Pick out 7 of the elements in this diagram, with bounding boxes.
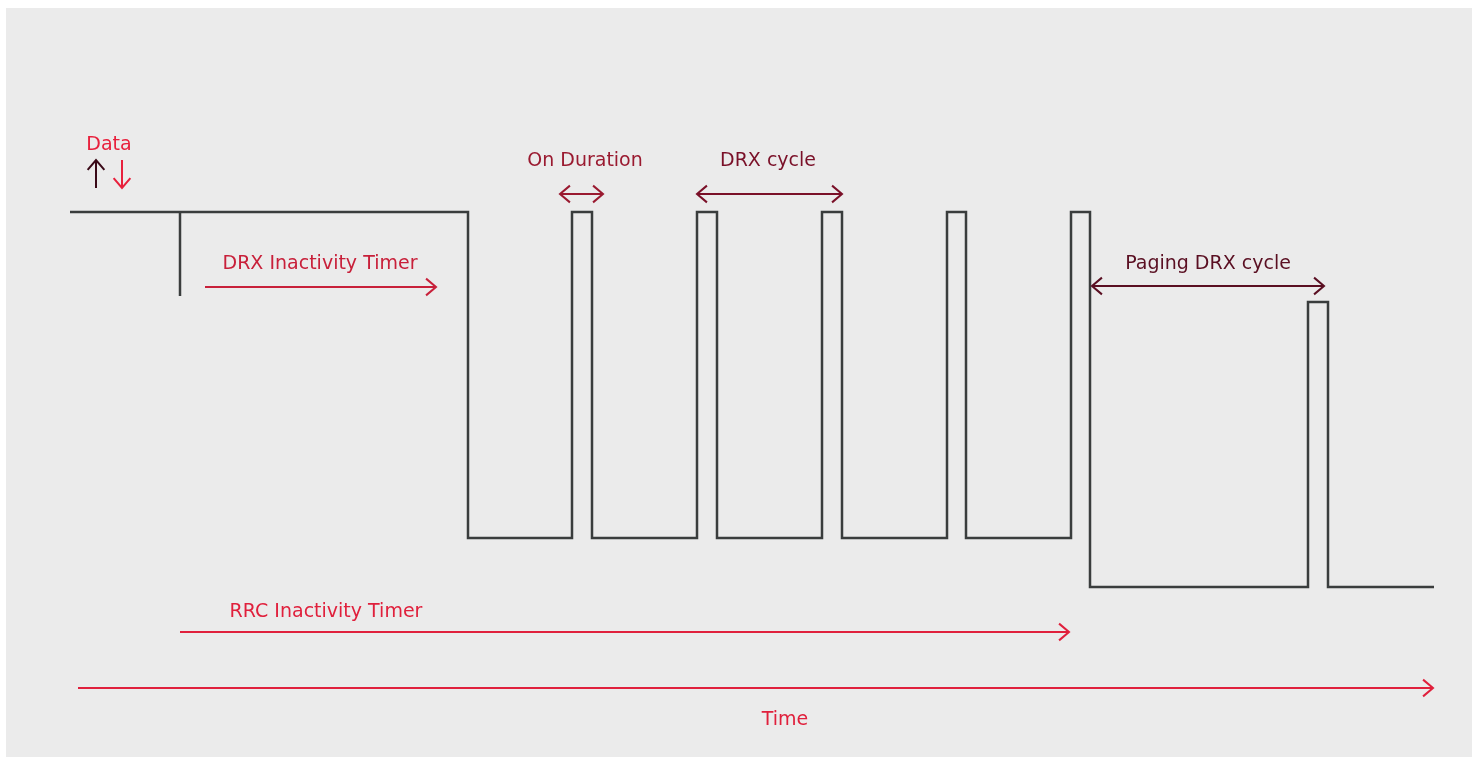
axis-label: Time xyxy=(761,706,809,730)
timer-label: RRC Inactivity Timer xyxy=(229,598,423,622)
signal-label: Data xyxy=(86,131,132,155)
timer-label: DRX Inactivity Timer xyxy=(222,250,418,274)
dimension-label: On Duration xyxy=(527,147,643,171)
dimension-label: DRX cycle xyxy=(720,147,816,171)
dimension-label: Paging DRX cycle xyxy=(1125,250,1291,274)
